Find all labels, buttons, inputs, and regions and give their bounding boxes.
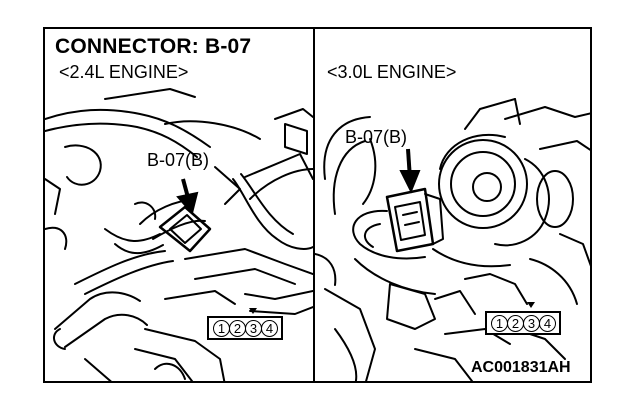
pin-1: 1 [213, 319, 230, 337]
engine-3-0l-label: <3.0L ENGINE> [327, 62, 457, 82]
figure-id: AC001831AH [471, 359, 571, 376]
connector-key-tab-left [249, 308, 257, 314]
connector-callout-right: B-07(B) [345, 127, 408, 147]
pin-3: 3 [245, 319, 262, 337]
diagram-title: CONNECTOR: B-07 [55, 35, 252, 58]
engine-2-4l-illustration [45, 88, 313, 381]
connector-pinout-right: 1 2 3 4 [485, 311, 561, 335]
pin-1: 1 [491, 314, 508, 332]
diagram-frame: CONNECTOR: B-07 <2.4L ENGINE> <3.0L ENGI… [43, 27, 592, 383]
pin-4: 4 [539, 314, 556, 332]
pin-2: 2 [229, 319, 246, 337]
engine-2-4l-label: <2.4L ENGINE> [59, 62, 189, 82]
pin-4: 4 [261, 319, 278, 337]
pin-2: 2 [507, 314, 524, 332]
panel-divider [313, 29, 315, 381]
connector-pinout-left: 1 2 3 4 [207, 316, 283, 340]
connector-key-tab-right [527, 302, 535, 308]
pin-3: 3 [523, 314, 540, 332]
connector-callout-left: B-07(B) [147, 150, 210, 170]
